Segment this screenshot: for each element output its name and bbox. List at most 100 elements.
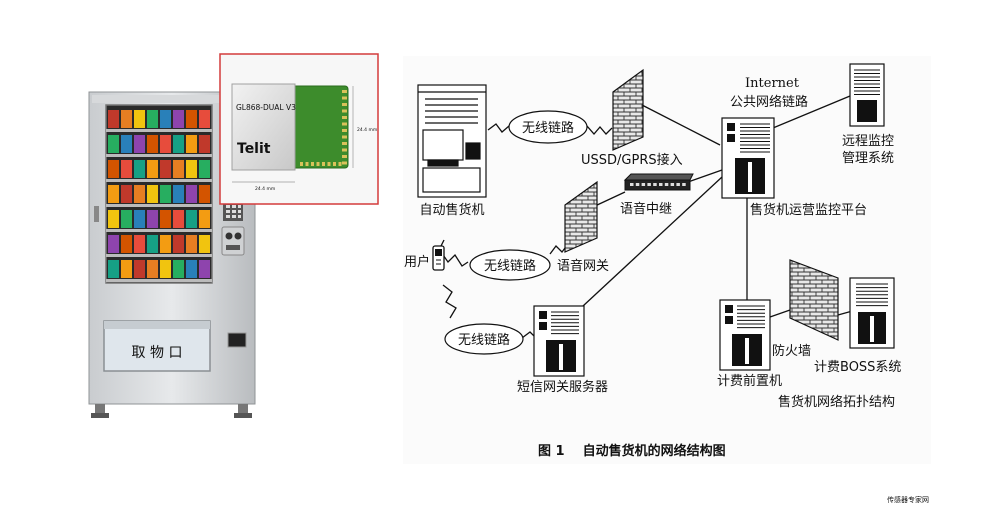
product-item — [199, 135, 210, 153]
product-item — [160, 160, 171, 178]
zigzag-user-bottomcloud — [442, 284, 457, 319]
label-wireless-bottom: 无线链路 — [458, 332, 510, 348]
label-voice-gateway: 语音网关 — [557, 258, 609, 274]
module-model-text: GL868-DUAL V3 — [236, 103, 296, 112]
line-firewall-platform — [641, 104, 721, 146]
product-item — [199, 185, 210, 203]
cloud-wireless-mid: 无线链路 — [469, 249, 551, 281]
label-wireless-mid: 无线链路 — [484, 258, 536, 274]
figure-caption: 图 1 自动售货机的网络结构图 — [538, 443, 726, 459]
line-sms-platform — [582, 176, 723, 307]
label-remote-line1: 远程监控 — [842, 134, 894, 149]
dimension-horizontal: 24.4 mm — [255, 186, 275, 192]
product-item — [134, 185, 145, 203]
product-item — [147, 160, 158, 178]
product-item — [147, 210, 158, 228]
module-card: GL868-DUAL V3 Telit 24.4 mm 24.4 mm — [219, 53, 379, 205]
vending-machine-node-icon — [417, 84, 487, 198]
coin-slot-icon — [225, 232, 233, 240]
product-item — [147, 235, 158, 253]
product-item — [160, 135, 171, 153]
product-item — [108, 160, 119, 178]
product-item — [160, 110, 171, 128]
product-item — [147, 135, 158, 153]
product-item — [121, 135, 132, 153]
label-billing-boss: 计费BOSS系统 — [814, 360, 901, 375]
zigzag-vm-cloud — [487, 123, 510, 133]
product-item — [134, 210, 145, 228]
network-diagram: 自动售货机 无线链路 USSD/GPRS接入 Internet 公共网络链路 远… — [403, 56, 931, 464]
watermark: 传感器专家网 — [887, 495, 929, 504]
product-item — [160, 260, 171, 278]
zigzag-cloud-firewall — [586, 125, 613, 135]
voice-relay-switch-icon — [623, 173, 694, 191]
label-user: 用户 — [404, 254, 430, 270]
label-internet: Internet — [745, 76, 800, 91]
product-item — [147, 260, 158, 278]
product-item — [173, 135, 184, 153]
pickup-label: 取 物 口 — [132, 345, 183, 361]
product-item — [121, 185, 132, 203]
server-sms-icon — [533, 305, 585, 377]
product-item — [108, 210, 119, 228]
label-public-network: 公共网络链路 — [730, 94, 808, 110]
product-item — [199, 260, 210, 278]
module-pcb — [289, 85, 349, 169]
server-platform-icon — [721, 117, 775, 199]
right-foot — [238, 404, 248, 415]
product-item — [160, 185, 171, 203]
product-item — [199, 110, 210, 128]
product-item — [186, 135, 197, 153]
mobile-phone-icon — [432, 239, 445, 271]
product-item — [121, 210, 132, 228]
label-wireless-top: 无线链路 — [522, 120, 574, 136]
label-firewall: 防火墙 — [772, 343, 811, 359]
zigzag-user-cloud — [440, 251, 469, 267]
server-billing-front-icon — [719, 299, 771, 371]
line-billing-firewall — [769, 309, 791, 318]
server-remote-icon — [849, 63, 885, 127]
product-item — [173, 210, 184, 228]
product-item — [186, 260, 197, 278]
module-shield — [231, 83, 296, 171]
product-item — [199, 210, 210, 228]
product-item — [173, 260, 184, 278]
product-item — [147, 110, 158, 128]
line-switch-platform — [687, 169, 723, 183]
bill-slot-icon — [234, 232, 242, 240]
product-item — [186, 110, 197, 128]
door-lock-icon — [94, 206, 99, 222]
coin-return-icon — [227, 332, 247, 348]
line-gateway-switch — [594, 191, 626, 207]
product-item — [134, 160, 145, 178]
product-item — [173, 110, 184, 128]
product-item — [186, 160, 197, 178]
product-item — [121, 110, 132, 128]
firewall-top-icon — [612, 68, 644, 151]
label-ussd-gprs: USSD/GPRS接入 — [581, 152, 683, 168]
product-item — [160, 235, 171, 253]
product-item — [134, 135, 145, 153]
product-item — [134, 260, 145, 278]
product-item — [199, 235, 210, 253]
product-item — [108, 185, 119, 203]
label-topology: 售货机网络拓扑结构 — [778, 394, 895, 410]
voice-gateway-icon — [564, 180, 598, 253]
label-sms-server: 短信网关服务器 — [517, 379, 608, 395]
label-billing-front: 计费前置机 — [717, 373, 782, 389]
product-item — [173, 185, 184, 203]
label-remote-line2: 管理系统 — [842, 151, 894, 166]
product-item — [173, 235, 184, 253]
product-item — [108, 260, 119, 278]
cloud-wireless-bottom: 无线链路 — [444, 323, 524, 355]
product-item — [186, 210, 197, 228]
dimension-vertical: 24.4 mm — [357, 127, 377, 133]
product-item — [160, 210, 171, 228]
product-item — [108, 110, 119, 128]
product-item — [121, 260, 132, 278]
label-voice-relay: 语音中继 — [620, 201, 672, 217]
telit-logo: Telit — [237, 141, 271, 157]
firewall-bottom-icon — [789, 259, 839, 341]
product-item — [121, 160, 132, 178]
